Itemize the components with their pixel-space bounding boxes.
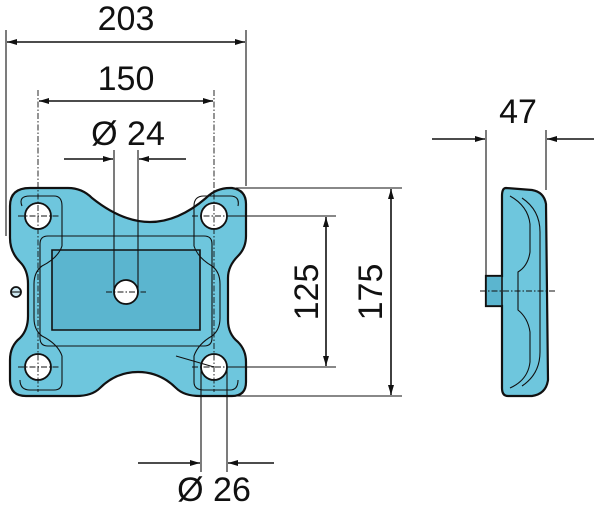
dimension-150: 150 [39,60,213,104]
dimension-203: 203 [5,0,247,236]
hole-leader [175,355,215,368]
dim-hole-spacing-h-label: 150 [98,60,155,98]
dim-center-hole-label: Ø 24 [91,115,165,153]
dimension-47: 47 [432,93,594,276]
right-rib [193,195,239,391]
dim-overall-height-label: 175 [352,264,390,321]
left-rib [19,195,63,391]
dimension-d26: Ø 26 [138,367,274,508]
inner-frame-border [39,235,213,347]
dim-side-thickness-label: 47 [499,93,537,131]
dim-corner-hole-label: Ø 26 [177,471,251,508]
dimension-175: 175 [236,187,402,397]
front-view [8,90,248,398]
dimension-125: 125 [228,215,336,368]
side-view [480,186,556,398]
dim-overall-width-label: 203 [98,0,155,38]
dim-hole-spacing-v-label: 125 [288,264,326,321]
side-profile [484,186,550,398]
dimension-d24: Ø 24 [64,115,186,292]
